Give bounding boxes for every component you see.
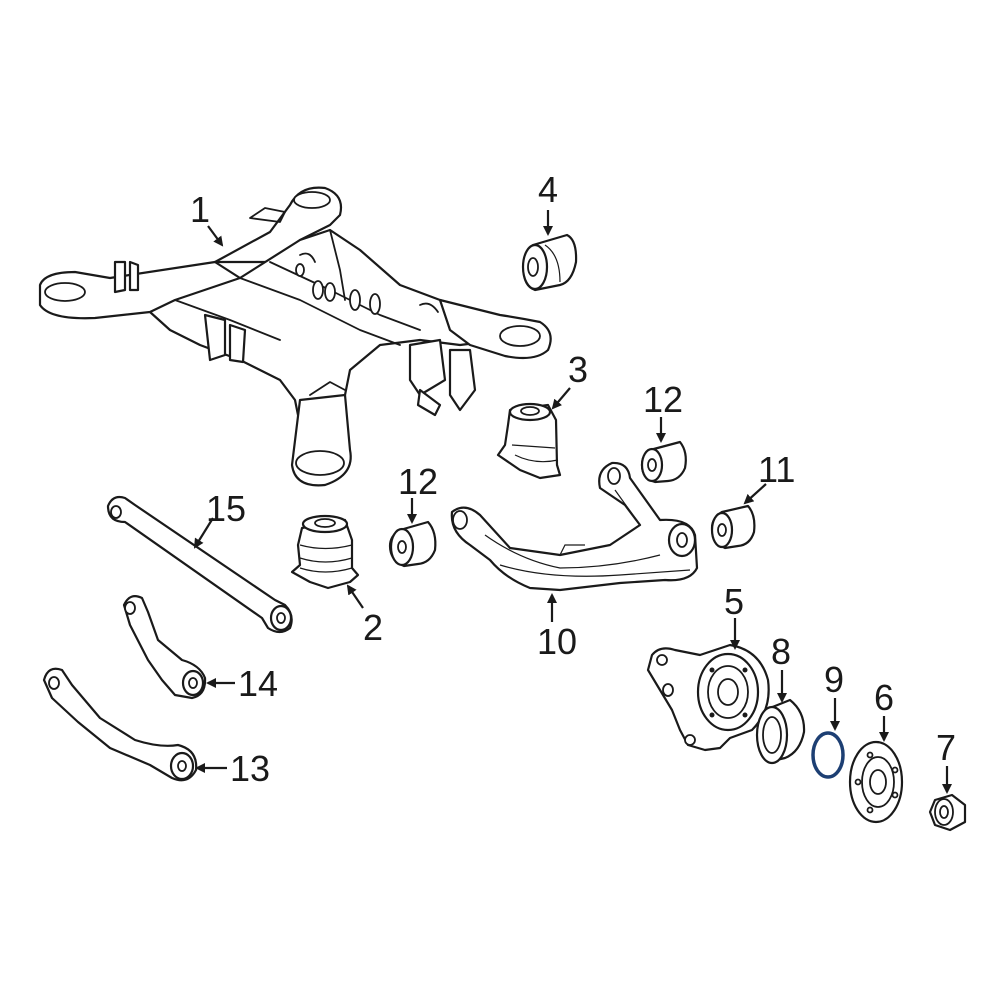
link-part-15[interactable]: [106, 495, 293, 634]
leader-lines: [193, 210, 952, 794]
bearing-part-8[interactable]: [755, 698, 806, 765]
bushing-part-12-lower[interactable]: [388, 520, 437, 568]
link-part-13[interactable]: [42, 667, 198, 782]
snap-ring-part-9[interactable]: [811, 731, 845, 779]
callout-6: 6: [874, 677, 894, 718]
callout-labels: 1 4 3 12 11 12 15 2 10 5 8 9 6 7 14 13: [190, 169, 956, 789]
callout-15: 15: [206, 488, 246, 529]
callout-7: 7: [936, 727, 956, 768]
callout-9: 9: [824, 659, 844, 700]
leader-1: [207, 225, 224, 247]
mount-part-3[interactable]: [496, 402, 562, 480]
callout-10: 10: [537, 621, 577, 662]
callout-11: 11: [758, 449, 795, 490]
callout-8: 8: [771, 631, 791, 672]
subframe-part-1[interactable]: [38, 186, 552, 487]
callout-14: 14: [238, 663, 278, 704]
nut-part-7[interactable]: [928, 793, 967, 832]
callout-13: 13: [230, 748, 270, 789]
callout-1: 1: [190, 189, 210, 230]
callout-3: 3: [568, 349, 588, 390]
callout-4: 4: [538, 169, 558, 210]
bushing-part-11[interactable]: [710, 504, 756, 550]
mount-part-2[interactable]: [290, 514, 360, 590]
leader-3: [551, 387, 571, 410]
callout-12-upper: 12: [643, 379, 683, 420]
leader-11: [743, 483, 767, 505]
knuckle-part-5[interactable]: [646, 643, 770, 752]
callout-2: 2: [363, 607, 383, 648]
callout-5: 5: [724, 581, 744, 622]
bushing-part-4[interactable]: [521, 233, 578, 292]
hub-part-6[interactable]: [848, 740, 904, 824]
bushing-part-12-upper[interactable]: [640, 440, 687, 484]
leader-2: [346, 584, 364, 609]
callout-12-lower: 12: [398, 461, 438, 502]
control-arm-part-10[interactable]: [450, 461, 699, 592]
link-part-14[interactable]: [122, 595, 207, 700]
leader-15: [193, 517, 214, 549]
